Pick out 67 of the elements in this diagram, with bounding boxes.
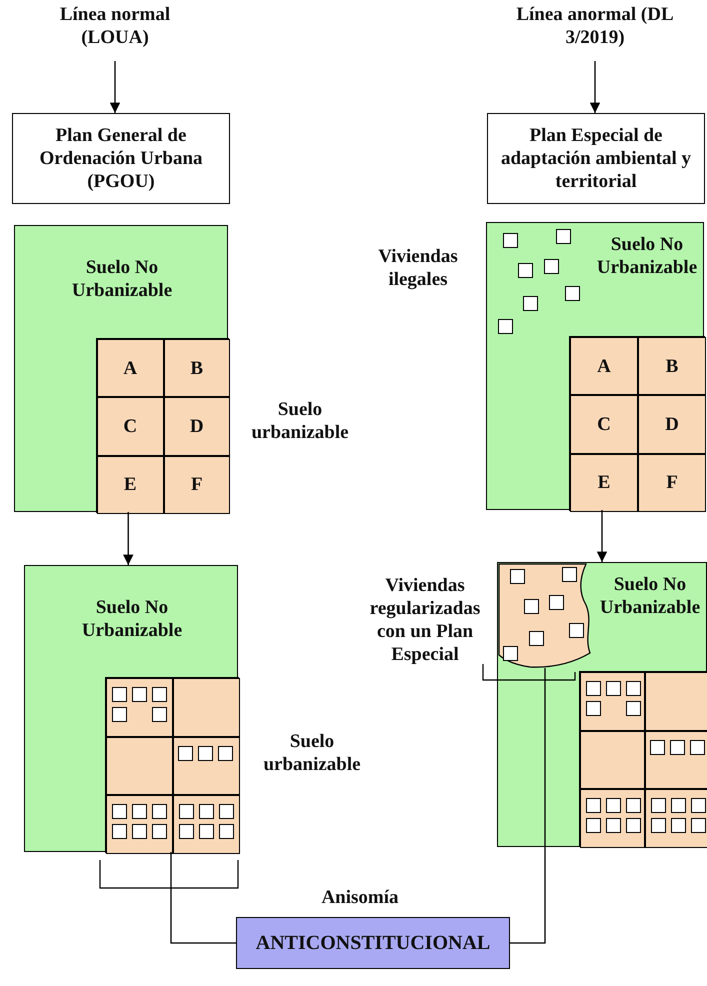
zone-cell [570,395,638,454]
zone-caption: Viviendas regularizadas con un Plan Especial [368,574,482,666]
zone-caption: Suelo urbanizable [250,398,350,444]
land-zone [24,565,238,852]
cell-letter: F [190,473,203,496]
cell-letter: F [666,471,678,494]
cell-letter: D [190,414,204,438]
zone-cell [97,456,164,514]
land-zone [486,222,704,510]
connector-line [170,852,236,944]
plan-box [487,113,705,204]
zone-cell [164,456,230,514]
zone-cell [173,678,240,737]
plan-title: Plan General de Ordenación Urbana (PGOU) [38,124,204,193]
zone-cell [644,730,707,790]
zone-cell [644,789,707,848]
result-label: ANTICONSTITUCIONAL [256,932,490,954]
urban-zone [569,336,705,511]
zone-cell [580,672,644,731]
result-box [236,917,510,969]
arrow [110,61,120,113]
zone-label: Suelo No Urbanizable [598,573,702,619]
cell-letter: B [666,354,678,378]
land-zone [497,562,707,847]
zone-cell [106,795,173,854]
zone-caption: Viviendas ilegales [377,245,459,291]
zone-label: Suelo No Urbanizable [70,256,174,302]
cell-letter: E [598,471,610,494]
plan-title: Plan Especial de adaptación ambiental y territorial [500,124,692,193]
zone-cell [570,454,638,512]
cell-letter: C [123,414,138,438]
arrow [123,512,134,565]
zone-cell [106,678,173,737]
cell-letter: B [190,356,204,380]
urban-zone [105,677,239,853]
cell-letter: E [124,473,137,496]
zone-cell [106,736,173,796]
zone-cell [97,397,164,456]
line-heading: Línea anormal (DL 3/2019) [500,3,690,61]
cell-letter: A [597,354,611,378]
zone-label: Suelo No Urbanizable [596,233,698,279]
cell-letter: C [597,412,611,436]
land-zone [14,225,228,512]
zone-cell [570,337,638,396]
line-heading: Línea normal (LOUA) [45,3,185,61]
connector-line [510,668,546,944]
zone-cell [580,789,644,848]
zone-cell [173,795,240,854]
zone-cell [97,339,164,398]
zone-caption: Anisomía [320,886,400,909]
urban-zone [579,671,707,847]
arrow [590,61,600,113]
arrow [596,510,608,562]
cell-letter: D [665,412,679,436]
zone-cell [164,339,230,398]
zone-cell [644,672,707,731]
zone-cell [638,337,706,396]
zone-cell [164,397,230,456]
zone-cell [638,454,706,512]
zone-label: Suelo No Urbanizable [80,596,184,642]
urban-zone [96,338,229,513]
zone-cell [173,736,240,796]
plan-box [12,113,230,204]
zone-cell [580,730,644,790]
cell-letter: A [123,356,138,380]
zone-caption: Suelo urbanizable [262,730,362,776]
zone-cell [638,395,706,454]
